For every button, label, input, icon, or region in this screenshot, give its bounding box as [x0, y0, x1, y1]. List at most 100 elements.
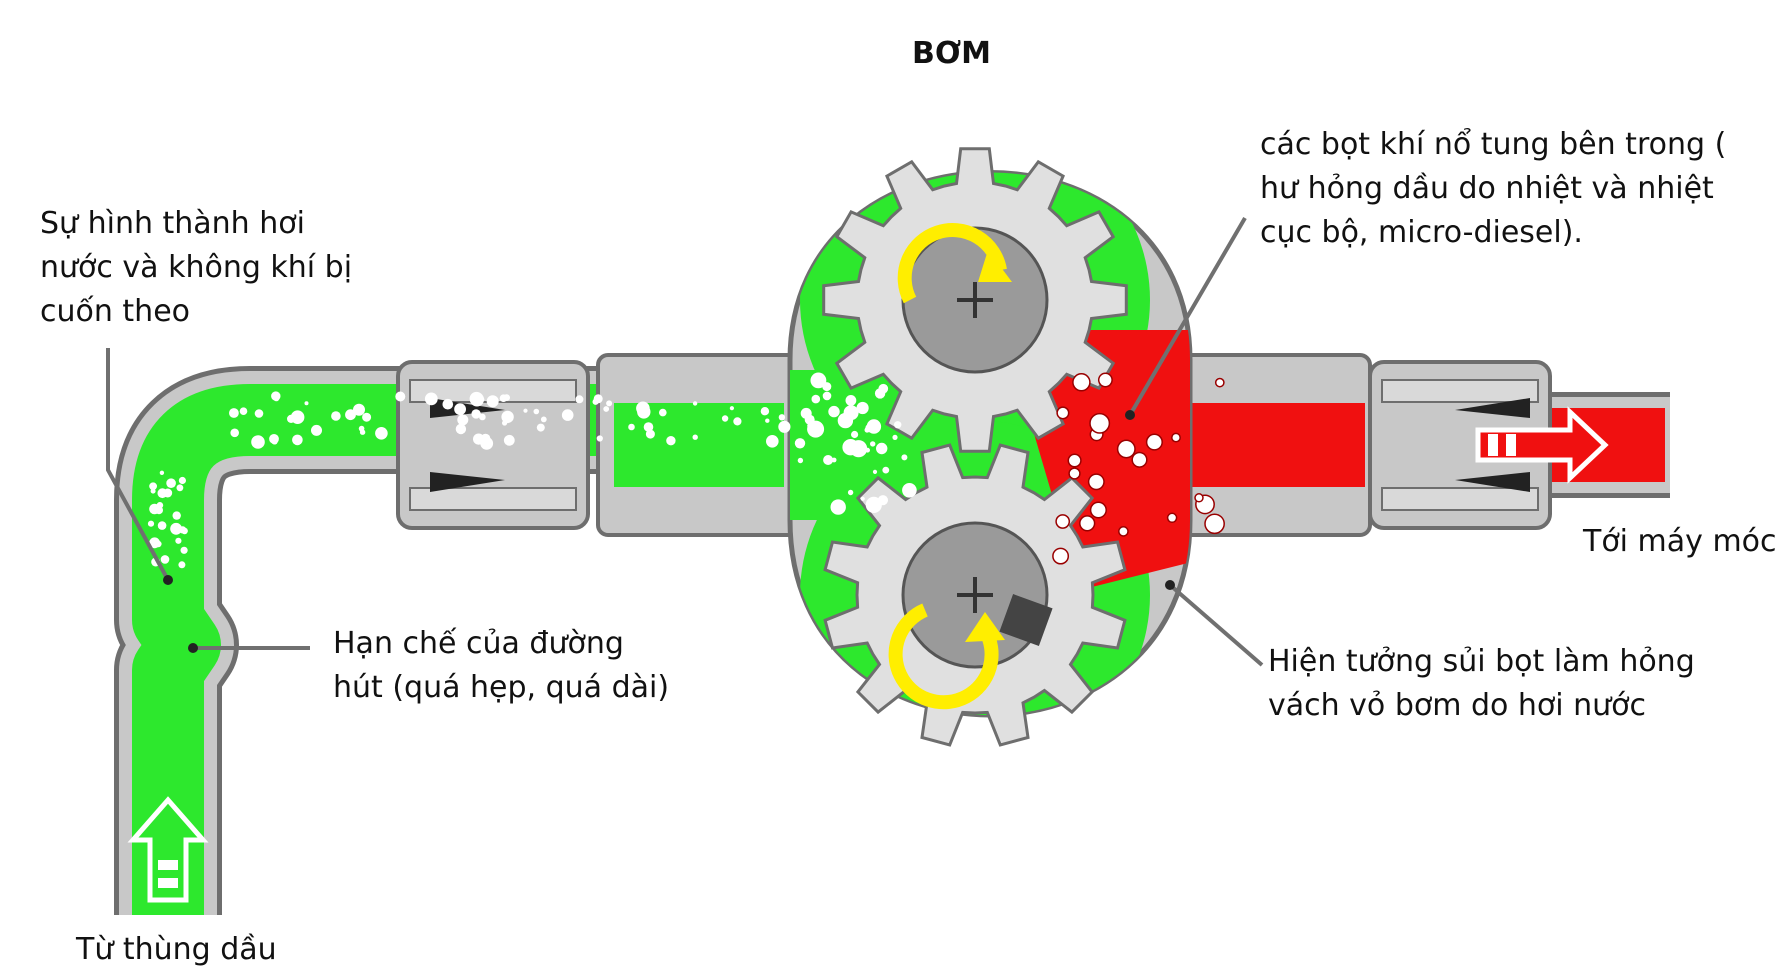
- axis-plus-icon: [957, 577, 993, 613]
- bubble: [1097, 372, 1113, 388]
- bubble: [856, 401, 869, 415]
- bubble: [424, 392, 438, 406]
- bubble: [882, 466, 890, 474]
- bubble: [345, 409, 356, 421]
- bubble: [830, 499, 846, 515]
- bubble: [596, 435, 603, 442]
- bubble: [181, 527, 188, 535]
- bubble: [800, 407, 812, 419]
- to-machine-label: Tới máy móc: [1583, 524, 1776, 559]
- bubble: [692, 401, 698, 406]
- bubble: [533, 408, 540, 415]
- bubble: [176, 484, 184, 492]
- bubble: [1079, 515, 1096, 532]
- bubble: [1145, 433, 1163, 451]
- bubble: [395, 391, 406, 402]
- bubble: [523, 408, 528, 413]
- bubble: [454, 403, 466, 416]
- bubble: [765, 418, 770, 423]
- bubble: [180, 546, 188, 554]
- bubble: [254, 409, 264, 418]
- bubble: [150, 488, 156, 494]
- bubble: [455, 423, 467, 435]
- bubble: [778, 414, 786, 421]
- bubble: [178, 476, 186, 485]
- bubble: [331, 411, 341, 421]
- bubble: [479, 413, 486, 421]
- axis-plus-icon: [957, 282, 993, 318]
- bubble: [1052, 547, 1070, 565]
- bubble: [606, 400, 613, 407]
- bubble: [666, 436, 676, 446]
- bubble: [229, 408, 239, 418]
- bubbles-implode-label-line-1: các bọt khí nổ tung bên trong (: [1260, 127, 1727, 162]
- vapor-formation-label-line-2: nước và không khí bị: [40, 250, 353, 285]
- bubble: [729, 406, 735, 411]
- bubble: [575, 395, 584, 404]
- bubble: [469, 391, 484, 406]
- bubble: [175, 537, 182, 544]
- bubble: [149, 503, 160, 515]
- bubble: [645, 429, 655, 439]
- bubble: [287, 414, 296, 423]
- bubble: [733, 417, 742, 426]
- bubble: [1067, 453, 1082, 468]
- bubble: [894, 421, 902, 429]
- bubble: [811, 394, 821, 404]
- bubble: [866, 419, 882, 434]
- leader-dot: [163, 575, 173, 585]
- bubbles-implode-label-line-2: hư hỏng dầu do nhiệt và nhiệt: [1260, 171, 1714, 206]
- bubble: [1055, 514, 1071, 529]
- bubble: [170, 522, 183, 535]
- bubble: [659, 408, 667, 417]
- bubble: [902, 483, 917, 498]
- bubble: [603, 406, 610, 412]
- bubble: [362, 412, 372, 422]
- bubble: [847, 489, 854, 496]
- bubble: [159, 470, 165, 475]
- leader-lines: [106, 216, 1264, 667]
- bubble: [872, 469, 878, 474]
- bubble: [375, 427, 388, 440]
- bubble: [457, 414, 469, 426]
- bubble: [637, 405, 651, 419]
- bubble: [1072, 373, 1091, 392]
- bubble: [536, 423, 545, 432]
- bubble: [1056, 406, 1070, 420]
- bubble: [230, 428, 239, 438]
- bubble: [721, 415, 729, 422]
- pump-title: BƠM: [912, 36, 991, 71]
- bubble: [1089, 412, 1111, 434]
- bubble: [878, 383, 889, 394]
- right-fitting: [1178, 353, 1552, 537]
- drive-key: [999, 594, 1053, 646]
- bubble: [809, 420, 816, 426]
- bubble: [1116, 439, 1136, 459]
- flow-arrow-icon: [1475, 406, 1609, 484]
- bubble: [471, 409, 481, 419]
- bubble: [503, 434, 515, 446]
- bubble: [1194, 493, 1204, 503]
- bubble: [166, 478, 176, 489]
- bubble: [149, 482, 158, 491]
- bubbles-implode-label-line-3: cục bộ, micro-diesel).: [1260, 215, 1583, 250]
- bubble: [876, 442, 888, 455]
- flow-arrow-icon: [127, 796, 209, 903]
- bubble: [311, 424, 322, 436]
- cavitation-damage-label-line-1: Hiện tưởng sủi bọt làm hỏng: [1268, 644, 1695, 679]
- bubble: [901, 454, 908, 461]
- bubble: [251, 435, 265, 449]
- bubble: [271, 438, 278, 445]
- bubble: [1166, 512, 1178, 524]
- bubble: [273, 395, 280, 402]
- bubble: [499, 394, 508, 403]
- bubble: [843, 405, 859, 421]
- rotation-arrow-icon: [897, 223, 1012, 304]
- bubble: [643, 422, 654, 432]
- bubble: [178, 561, 186, 569]
- leader-dot: [1125, 410, 1135, 420]
- bubble: [304, 401, 309, 406]
- bubble: [1068, 467, 1081, 480]
- bubble: [845, 395, 857, 406]
